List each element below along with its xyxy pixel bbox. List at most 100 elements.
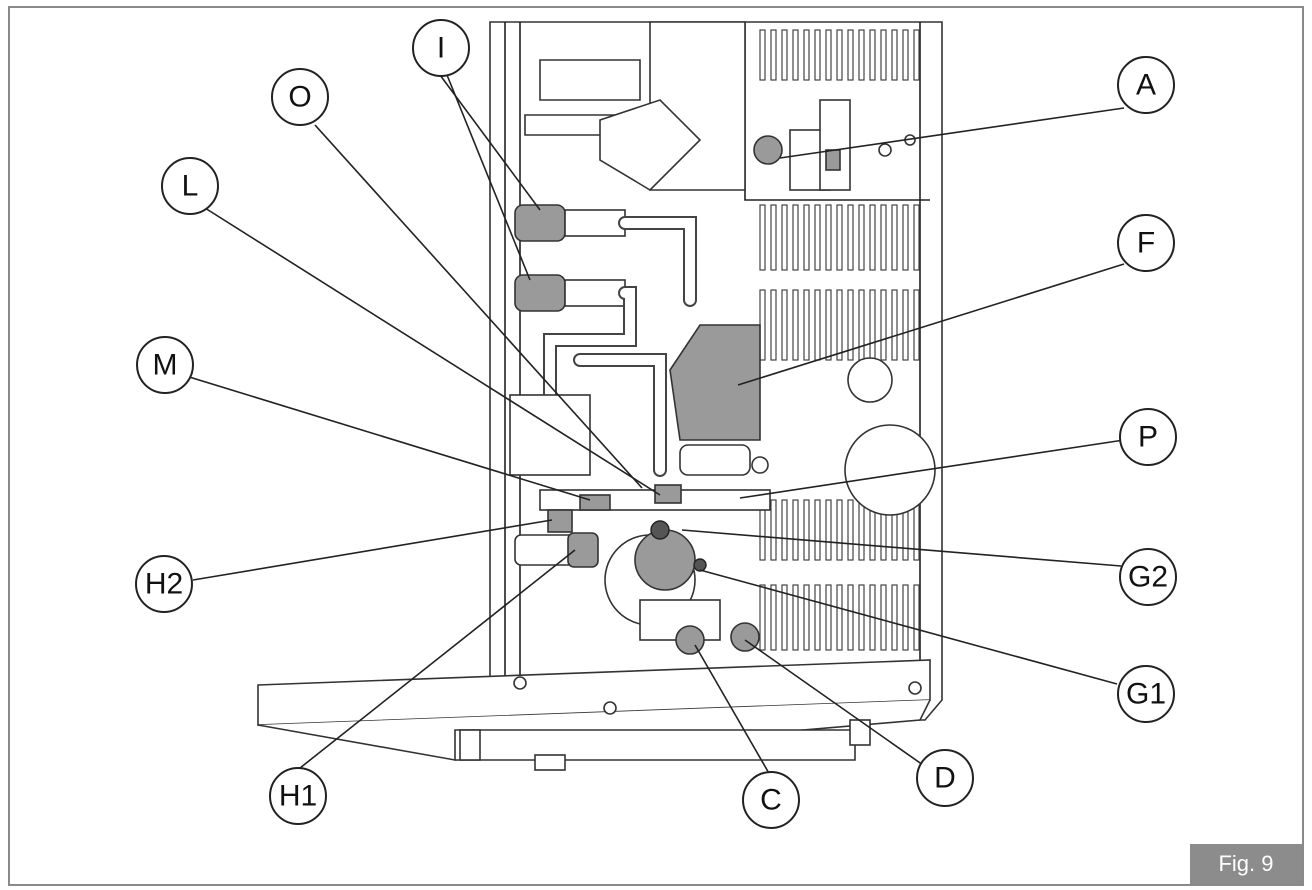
vent-slot [836, 289, 843, 361]
vent-slot [902, 29, 909, 81]
vent-slot [825, 289, 832, 361]
callout-f: F [1117, 214, 1175, 272]
vent-slot [891, 204, 898, 271]
vent-slot [803, 204, 810, 271]
vent-slot [825, 499, 832, 561]
vent-slots [759, 29, 920, 651]
callout-h1: H1 [269, 767, 327, 825]
svg-text:G1: G1 [1126, 678, 1166, 711]
vent-slot [847, 584, 854, 651]
vent-slot [891, 29, 898, 81]
callout-d: D [916, 749, 974, 807]
vent-slot [781, 499, 788, 561]
vent-slot [770, 584, 777, 651]
vent-slot [825, 204, 832, 271]
callout-o: O [271, 68, 329, 126]
vent-slot [891, 289, 898, 361]
vent-slot [902, 584, 909, 651]
vent-slot [803, 29, 810, 81]
vent-slot [792, 29, 799, 81]
vent-slot [913, 29, 920, 81]
vent-slot [858, 29, 865, 81]
callout-g1: G1 [1117, 665, 1175, 723]
vent-slot [770, 289, 777, 361]
vent-slot [814, 499, 821, 561]
vent-slot [781, 584, 788, 651]
vent-slot [814, 289, 821, 361]
vent-slot [847, 204, 854, 271]
svg-text:D: D [934, 762, 956, 795]
vent-slot [759, 204, 766, 271]
vent-slot [913, 289, 920, 361]
callout-p: P [1119, 408, 1177, 466]
vent-slot [880, 204, 887, 271]
vent-slot [770, 204, 777, 271]
vent-slot [803, 584, 810, 651]
vent-slot [913, 584, 920, 651]
svg-text:H1: H1 [279, 780, 317, 813]
vent-slot [847, 289, 854, 361]
vent-slot [869, 204, 876, 271]
callout-h2: H2 [135, 555, 193, 613]
vent-slot [858, 584, 865, 651]
vent-slot [836, 499, 843, 561]
vent-slot [781, 29, 788, 81]
base-frame [257, 659, 931, 771]
svg-text:F: F [1137, 227, 1155, 260]
svg-text:I: I [437, 32, 445, 65]
vent-slot [814, 29, 821, 81]
svg-text:C: C [760, 784, 782, 817]
callout-c: C [742, 771, 800, 829]
vent-slot [891, 584, 898, 651]
vent-slot [803, 499, 810, 561]
vent-slot [858, 289, 865, 361]
svg-text:H2: H2 [145, 568, 183, 601]
vent-slot [792, 584, 799, 651]
vent-slot [869, 29, 876, 81]
vent-slot [847, 29, 854, 81]
callout-m: M [136, 336, 194, 394]
vent-slot [836, 204, 843, 271]
svg-text:P: P [1138, 421, 1158, 454]
pump-assembly [573, 324, 936, 516]
figure-label: Fig. 9 [1190, 844, 1302, 884]
vent-slot [792, 204, 799, 271]
vent-slot [825, 584, 832, 651]
vent-slot [770, 499, 777, 561]
svg-text:L: L [182, 170, 199, 203]
vent-slot [792, 289, 799, 361]
callout-a: A [1117, 56, 1175, 114]
leader-lines [185, 74, 1125, 776]
vent-slot [770, 29, 777, 81]
vent-slot [781, 289, 788, 361]
svg-text:A: A [1136, 69, 1156, 102]
vent-slot [759, 584, 766, 651]
callout-g2: G2 [1119, 548, 1177, 606]
vent-slot [803, 289, 810, 361]
vent-slot [880, 584, 887, 651]
vent-slot [759, 29, 766, 81]
svg-text:M: M [153, 349, 178, 382]
vent-slot [847, 499, 854, 561]
vent-slot [792, 499, 799, 561]
vent-slot [858, 204, 865, 271]
svg-text:O: O [288, 81, 311, 114]
vent-slot [836, 584, 843, 651]
vent-slot [902, 204, 909, 271]
vent-slot [880, 29, 887, 81]
hydraulic-connectors [514, 204, 697, 407]
vent-slot [913, 204, 920, 271]
vent-slot [814, 584, 821, 651]
vent-slot [781, 204, 788, 271]
vent-slot [869, 289, 876, 361]
vent-slot [880, 289, 887, 361]
control-box [524, 21, 916, 192]
vent-slot [858, 499, 865, 561]
callout-l: L [161, 157, 219, 215]
vent-slot [902, 289, 909, 361]
vent-slot [913, 499, 920, 561]
callout-i: I [412, 19, 470, 77]
svg-text:G2: G2 [1128, 561, 1168, 594]
vent-slot [814, 204, 821, 271]
